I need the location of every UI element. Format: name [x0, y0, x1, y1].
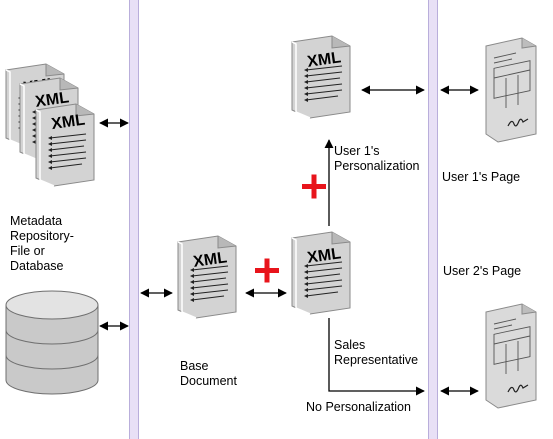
xml-label-middle: XML — [34, 89, 70, 111]
separator-bar-left — [129, 0, 139, 439]
database-icon — [5, 290, 99, 395]
base-document-label: Base Document — [180, 359, 237, 388]
plus-icon-base — [255, 258, 279, 283]
user1-document-icon — [291, 35, 351, 119]
plus-icon-user1 — [302, 174, 326, 199]
metadata-repository-label: Metadata Repository- File or Database — [10, 214, 74, 273]
arrow-sales-nopersonalization — [328, 318, 425, 396]
no-personalization-label: No Personalization — [306, 400, 411, 414]
user2-page-label: User 2's Page — [443, 264, 522, 278]
xml-label-base: XML — [192, 249, 228, 271]
separator-bar-right — [428, 0, 438, 439]
xml-label-front: XML — [50, 112, 86, 134]
base-document-icon — [177, 235, 237, 319]
user1-page-icon — [485, 37, 537, 143]
xml-label-sales: XML — [306, 245, 342, 267]
user1-page-label: User 1's Page — [442, 170, 521, 184]
sales-representative-label: Sales Representative — [334, 338, 419, 367]
user2-page-icon — [485, 303, 537, 409]
xml-label-user1: XML — [306, 49, 342, 71]
sales-document-icon — [291, 231, 351, 315]
user1-personalization-label: User 1's Personalization — [334, 144, 420, 173]
